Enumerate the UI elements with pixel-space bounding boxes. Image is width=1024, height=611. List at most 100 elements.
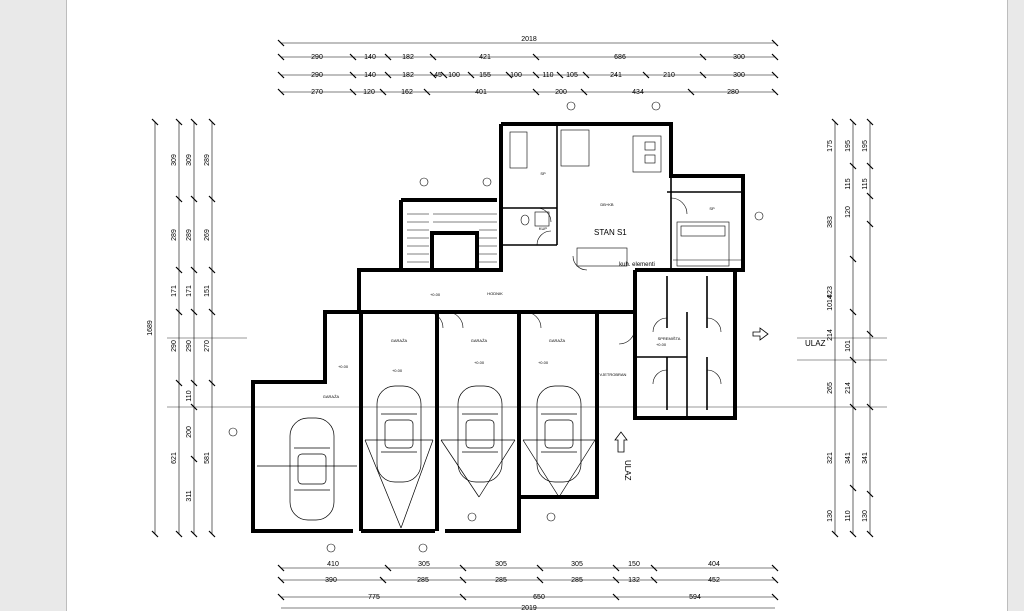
- dim-left-b: 289: [186, 229, 193, 241]
- dim-right-b: 341: [845, 452, 852, 464]
- dim-left-total: 1689: [147, 320, 154, 336]
- dim-left-a: 289: [171, 229, 178, 241]
- dim-top-r2: 100: [448, 72, 460, 79]
- room-label-hodnik: HODNIK: [487, 291, 503, 296]
- dim-right-b: 214: [845, 382, 852, 394]
- dim-top-r1: 290: [311, 54, 323, 61]
- dim-top-r2: 105: [566, 72, 578, 79]
- dim-left-b: 290: [186, 340, 193, 352]
- dim-bottom-r1: 305: [495, 561, 507, 568]
- dim-top-r2: 110: [542, 72, 553, 79]
- dim-right-b: 115: [845, 178, 852, 189]
- dim-left-b: 311: [186, 490, 193, 501]
- dim-bottom-r1: 150: [628, 561, 640, 568]
- level-mark: +0.00: [538, 360, 549, 365]
- dim-bottom-r2: 285: [495, 577, 507, 584]
- dim-left-b: 200: [186, 426, 193, 438]
- dim-left-c: 151: [204, 285, 211, 297]
- dim-bottom-r1: 404: [708, 561, 720, 568]
- dim-top-r2: 100: [510, 72, 522, 79]
- dim-top-r2: 182: [402, 72, 414, 79]
- dim-top-r3: 270: [311, 89, 323, 96]
- dim-top-r2: 45: [434, 72, 442, 79]
- dim-right-c: 195: [862, 140, 869, 152]
- room-label-garaza: GARAŽA: [549, 338, 566, 343]
- dim-top-r3: 434: [632, 89, 644, 96]
- dim-bottom-r2: 132: [628, 577, 640, 584]
- dim-bottom-r3: 650: [533, 594, 545, 601]
- floor-plan: 2018 290 140 182 421 686 300 290 140 182…: [147, 36, 887, 611]
- dim-right-b: 120: [845, 206, 852, 218]
- room-label-kuh: kuh. elementi: [619, 262, 655, 268]
- dim-left-a: 309: [171, 154, 178, 166]
- level-mark: +0.00: [656, 342, 667, 347]
- dim-right-b: 195: [845, 140, 852, 152]
- dim-top-r2: 300: [733, 72, 745, 79]
- entrance-label: ULAZ: [805, 339, 826, 348]
- dim-top-total: 2018: [521, 36, 537, 43]
- dim-right-c: 341: [862, 452, 869, 464]
- room-label-garaza: GARAŽA: [391, 338, 408, 343]
- dim-right-a: 265: [827, 382, 834, 394]
- level-mark: +0.00: [430, 292, 441, 297]
- dim-right-a: 321: [827, 452, 834, 464]
- dim-bottom-r3: 775: [368, 594, 380, 601]
- dim-right-a: 175: [827, 140, 834, 152]
- dim-top-r3: 401: [475, 89, 487, 96]
- dim-top-r3: 120: [363, 89, 375, 96]
- entrance-label: ULAZ: [623, 460, 632, 481]
- dim-bottom-total: 2019: [521, 605, 537, 611]
- dim-left-c: 270: [204, 340, 211, 352]
- dim-top-r3: 280: [727, 89, 739, 96]
- dim-right-a: 383: [827, 216, 834, 228]
- dim-right-a: 423: [827, 286, 834, 298]
- dim-top-r2: 140: [364, 72, 376, 79]
- dim-left-c: 581: [204, 452, 211, 464]
- room-label-dnevni: DB+KB: [600, 202, 614, 207]
- dim-left-a: 171: [171, 285, 178, 297]
- dim-left-b: 309: [186, 154, 193, 166]
- dim-left-a: 621: [171, 452, 178, 464]
- room-label-stan: STAN S1: [594, 228, 627, 237]
- level-mark: +0.00: [392, 368, 403, 373]
- room-label-sp: SP: [709, 206, 715, 211]
- room-label-kup: KUP: [539, 226, 548, 231]
- dim-bottom-r1: 410: [327, 561, 339, 568]
- room-label-vjetrobran: VJETROBRAN: [600, 372, 627, 377]
- dim-right-b: 110: [845, 510, 852, 521]
- room-label-garaza: GARAŽA: [323, 394, 340, 399]
- dim-bottom-r2: 285: [571, 577, 583, 584]
- dim-top-r1: 300: [733, 54, 745, 61]
- room-label-sp: SP: [540, 171, 546, 176]
- drawing-sheet: 2018 290 140 182 421 686 300 290 140 182…: [66, 0, 1008, 611]
- dim-top-r2: 155: [479, 72, 491, 79]
- dim-left-b: 110: [186, 390, 193, 401]
- dim-bottom-r1: 305: [418, 561, 430, 568]
- dim-bottom-r2: 390: [325, 577, 337, 584]
- level-mark: +0.00: [474, 360, 485, 365]
- dim-left-a: 290: [171, 340, 178, 352]
- dim-bottom-r2: 285: [417, 577, 429, 584]
- dim-top-r1: 182: [402, 54, 414, 61]
- dim-top-r1: 686: [614, 54, 626, 61]
- dim-right-c: 130: [862, 510, 869, 522]
- room-label-spremnista: SPREMIŠTA: [658, 336, 681, 341]
- dim-right-a: 130: [827, 510, 834, 522]
- dim-top-r2: 290: [311, 72, 323, 79]
- dim-left-b: 171: [186, 285, 193, 297]
- dim-bottom-r3: 594: [689, 594, 701, 601]
- room-label-garaza: GARAŽA: [471, 338, 488, 343]
- dim-right-a: 214: [827, 329, 834, 341]
- dim-top-r3: 200: [555, 89, 567, 96]
- dim-right-c: 115: [862, 178, 869, 189]
- dim-left-c: 289: [204, 154, 211, 166]
- dim-bottom-r2: 452: [708, 577, 720, 584]
- dim-top-r1: 421: [479, 54, 491, 61]
- dim-top-r2: 241: [610, 72, 622, 79]
- dim-top-r3: 162: [401, 89, 413, 96]
- dim-left-c: 269: [204, 229, 211, 241]
- dim-right-total: 1014: [827, 295, 834, 311]
- level-mark: +0.00: [338, 364, 349, 369]
- dim-bottom-r1: 305: [571, 561, 583, 568]
